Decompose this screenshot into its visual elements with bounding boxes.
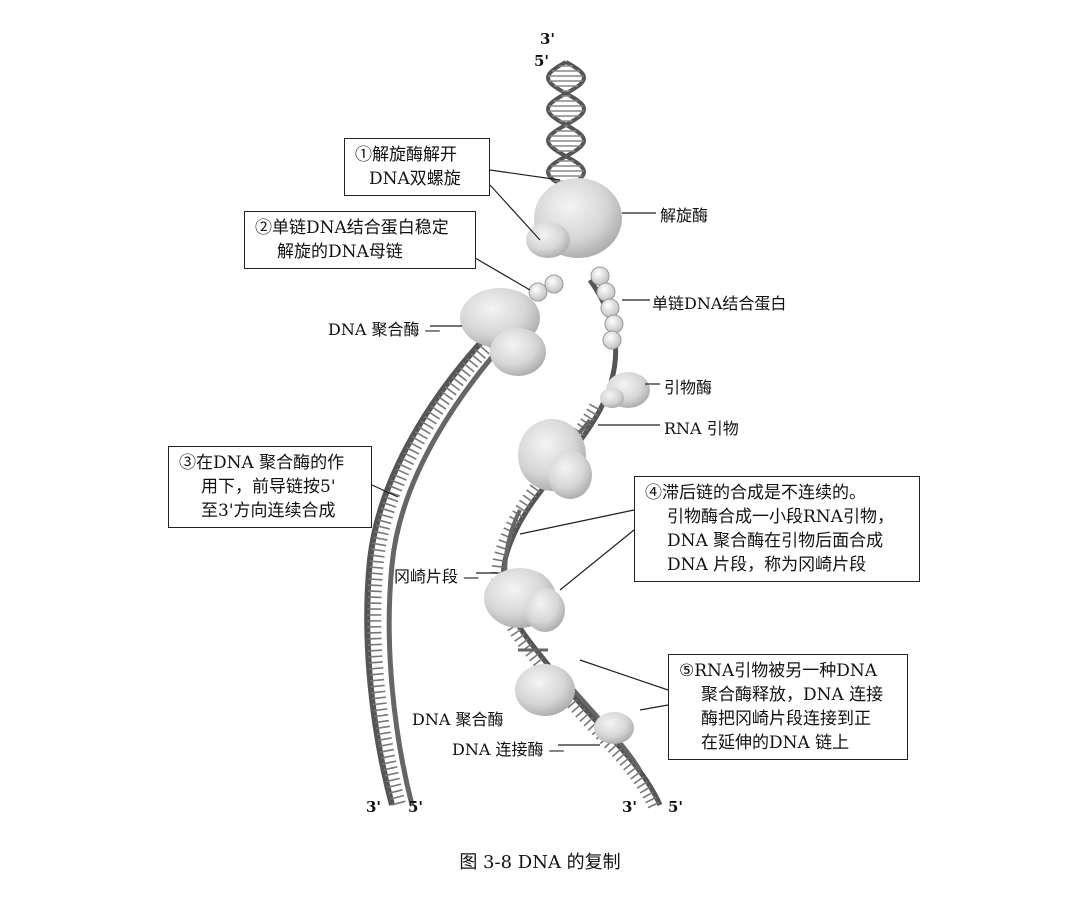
step4-line1: ④滞后链的合成是不连续的。 [645, 483, 866, 503]
leading-bottom-3prime: 3' [366, 798, 382, 816]
polymerase-bottom-label: DNA 聚合酶 [412, 710, 504, 729]
parental-double-helix [545, 60, 587, 192]
ssb-label: 单链DNA结合蛋白 [652, 294, 787, 313]
primase-label: 引物酶 [664, 378, 713, 397]
helicase-label: 解旋酶 [660, 206, 709, 225]
rna-primer-label: RNA 引物 [664, 419, 739, 438]
step4-line3: DNA 聚合酶在引物后面合成 [667, 531, 884, 551]
lagging-bottom-3prime: 3' [622, 798, 638, 816]
leader-lines [371, 169, 669, 746]
helix-top-5prime: 5' [534, 52, 550, 70]
ssb-proteins [528, 266, 624, 350]
helicase-protein [526, 178, 622, 258]
step5-line2: 聚合酶释放，DNA 连接 [701, 685, 884, 705]
step3-box: ③在DNA 聚合酶的作 用下，前导链按5' 至3'方向连续合成 [168, 446, 372, 528]
helix-top-3prime: 3' [540, 30, 556, 48]
leading-strand [364, 307, 529, 806]
step1-box: ①解旋酶解开 DNA双螺旋 [344, 138, 490, 196]
step5-box: ⑤RNA引物被另一种DNA 聚合酶释放，DNA 连接 酶把冈崎片段连接到正 在延… [668, 654, 908, 760]
dna-ligase-protein [594, 712, 634, 744]
lagging-bottom-5prime: 5' [668, 798, 684, 816]
step2-line1: ②单链DNA结合蛋白稳定 [255, 218, 449, 238]
leading-bottom-5prime: 5' [408, 798, 424, 816]
step2-line2: 解旋的DNA母链 [277, 242, 403, 262]
step1-line2: DNA双螺旋 [369, 169, 461, 189]
step5-line3: 酶把冈崎片段连接到正 [701, 709, 871, 729]
polymerase-top-label: DNA 聚合酶 — [328, 320, 441, 339]
step4-box: ④滞后链的合成是不连续的。 引物酶合成一小段RNA引物， DNA 聚合酶在引物后… [634, 476, 920, 582]
step5-line1: ⑤RNA引物被另一种DNA [679, 661, 877, 681]
dna-polymerase-bottom [515, 664, 575, 716]
dna-polymerase-lagging-upper [518, 419, 592, 499]
step3-line2: 用下，前导链按5' [201, 477, 336, 497]
primase-protein [600, 372, 650, 408]
step3-line1: ③在DNA 聚合酶的作 [179, 453, 345, 473]
step2-box: ②单链DNA结合蛋白稳定 解旋的DNA母链 [244, 211, 476, 269]
figure-caption: 图 3-8 DNA 的复制 [459, 852, 621, 873]
step1-line1: ①解旋酶解开 [355, 145, 457, 165]
step3-line3: 至3'方向连续合成 [201, 501, 336, 521]
step4-line4: DNA 片段，称为冈崎片段 [667, 555, 867, 575]
step5-line4: 在延伸的DNA 链上 [701, 733, 850, 753]
dna-polymerase-lagging-middle [484, 568, 565, 632]
step4-line2: 引物酶合成一小段RNA引物， [667, 507, 894, 527]
ligase-label: DNA 连接酶 — [452, 740, 565, 759]
okazaki-label: 冈崎片段 — [394, 567, 480, 586]
dna-polymerase-leading [460, 288, 546, 376]
